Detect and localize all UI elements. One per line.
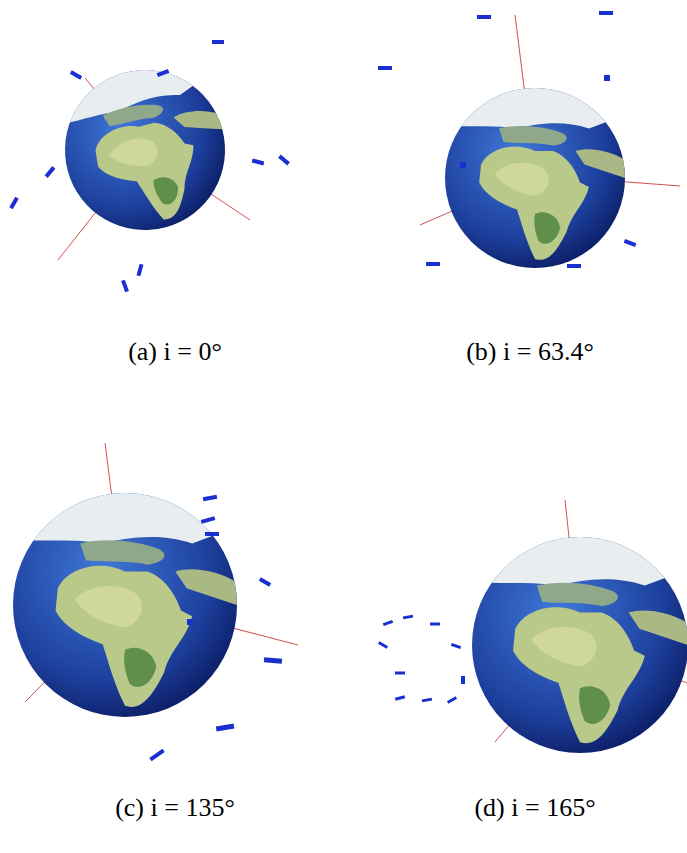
- earth: [436, 85, 625, 268]
- earth: [39, 50, 243, 250]
- satellites: [378, 11, 636, 268]
- satellites: [378, 615, 465, 704]
- satellites: [149, 495, 282, 761]
- globe-a: [9, 40, 290, 292]
- globe-c: [2, 443, 298, 761]
- earth: [461, 534, 687, 753]
- satellites: [9, 40, 290, 292]
- caption-label: (d) i = 165°: [474, 793, 595, 823]
- globe-b: [378, 11, 680, 268]
- globe-d: [378, 500, 687, 753]
- caption-label: (a) i = 0°: [128, 337, 222, 367]
- caption-label: (c) i = 135°: [115, 793, 235, 823]
- earth: [2, 489, 237, 717]
- caption-label: (b) i = 63.4°: [466, 337, 594, 367]
